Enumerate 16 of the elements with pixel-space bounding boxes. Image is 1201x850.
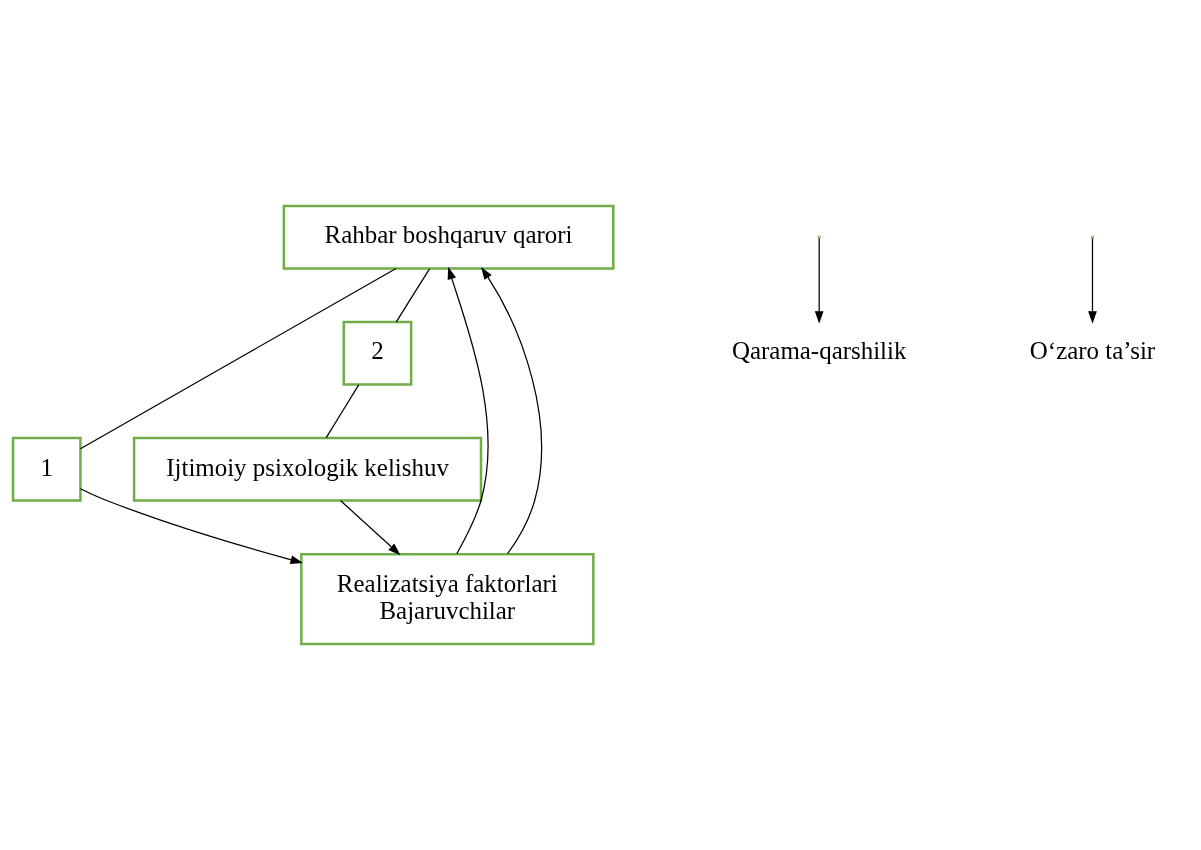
arrow <box>814 237 824 324</box>
node-box: Realizatsiya faktorlari Bajaruvchilar <box>300 552 595 646</box>
node-box: 2 <box>342 320 413 386</box>
arrow <box>1088 237 1097 324</box>
arrow <box>447 266 489 555</box>
node-box: 1 <box>11 436 82 502</box>
node-text: O‘zaro ta’sir <box>1029 337 1156 365</box>
connector <box>79 267 397 450</box>
arrow <box>340 500 401 556</box>
connector <box>325 384 360 439</box>
arrow <box>481 267 543 555</box>
node-box: Rahbar boshqaruv qarori <box>282 204 615 270</box>
arrow <box>79 488 303 564</box>
connector <box>395 268 431 323</box>
node-text: Qarama-qarshilik <box>731 337 907 365</box>
node-box: Ijtimoiy psixologik kelishuv <box>132 436 483 502</box>
